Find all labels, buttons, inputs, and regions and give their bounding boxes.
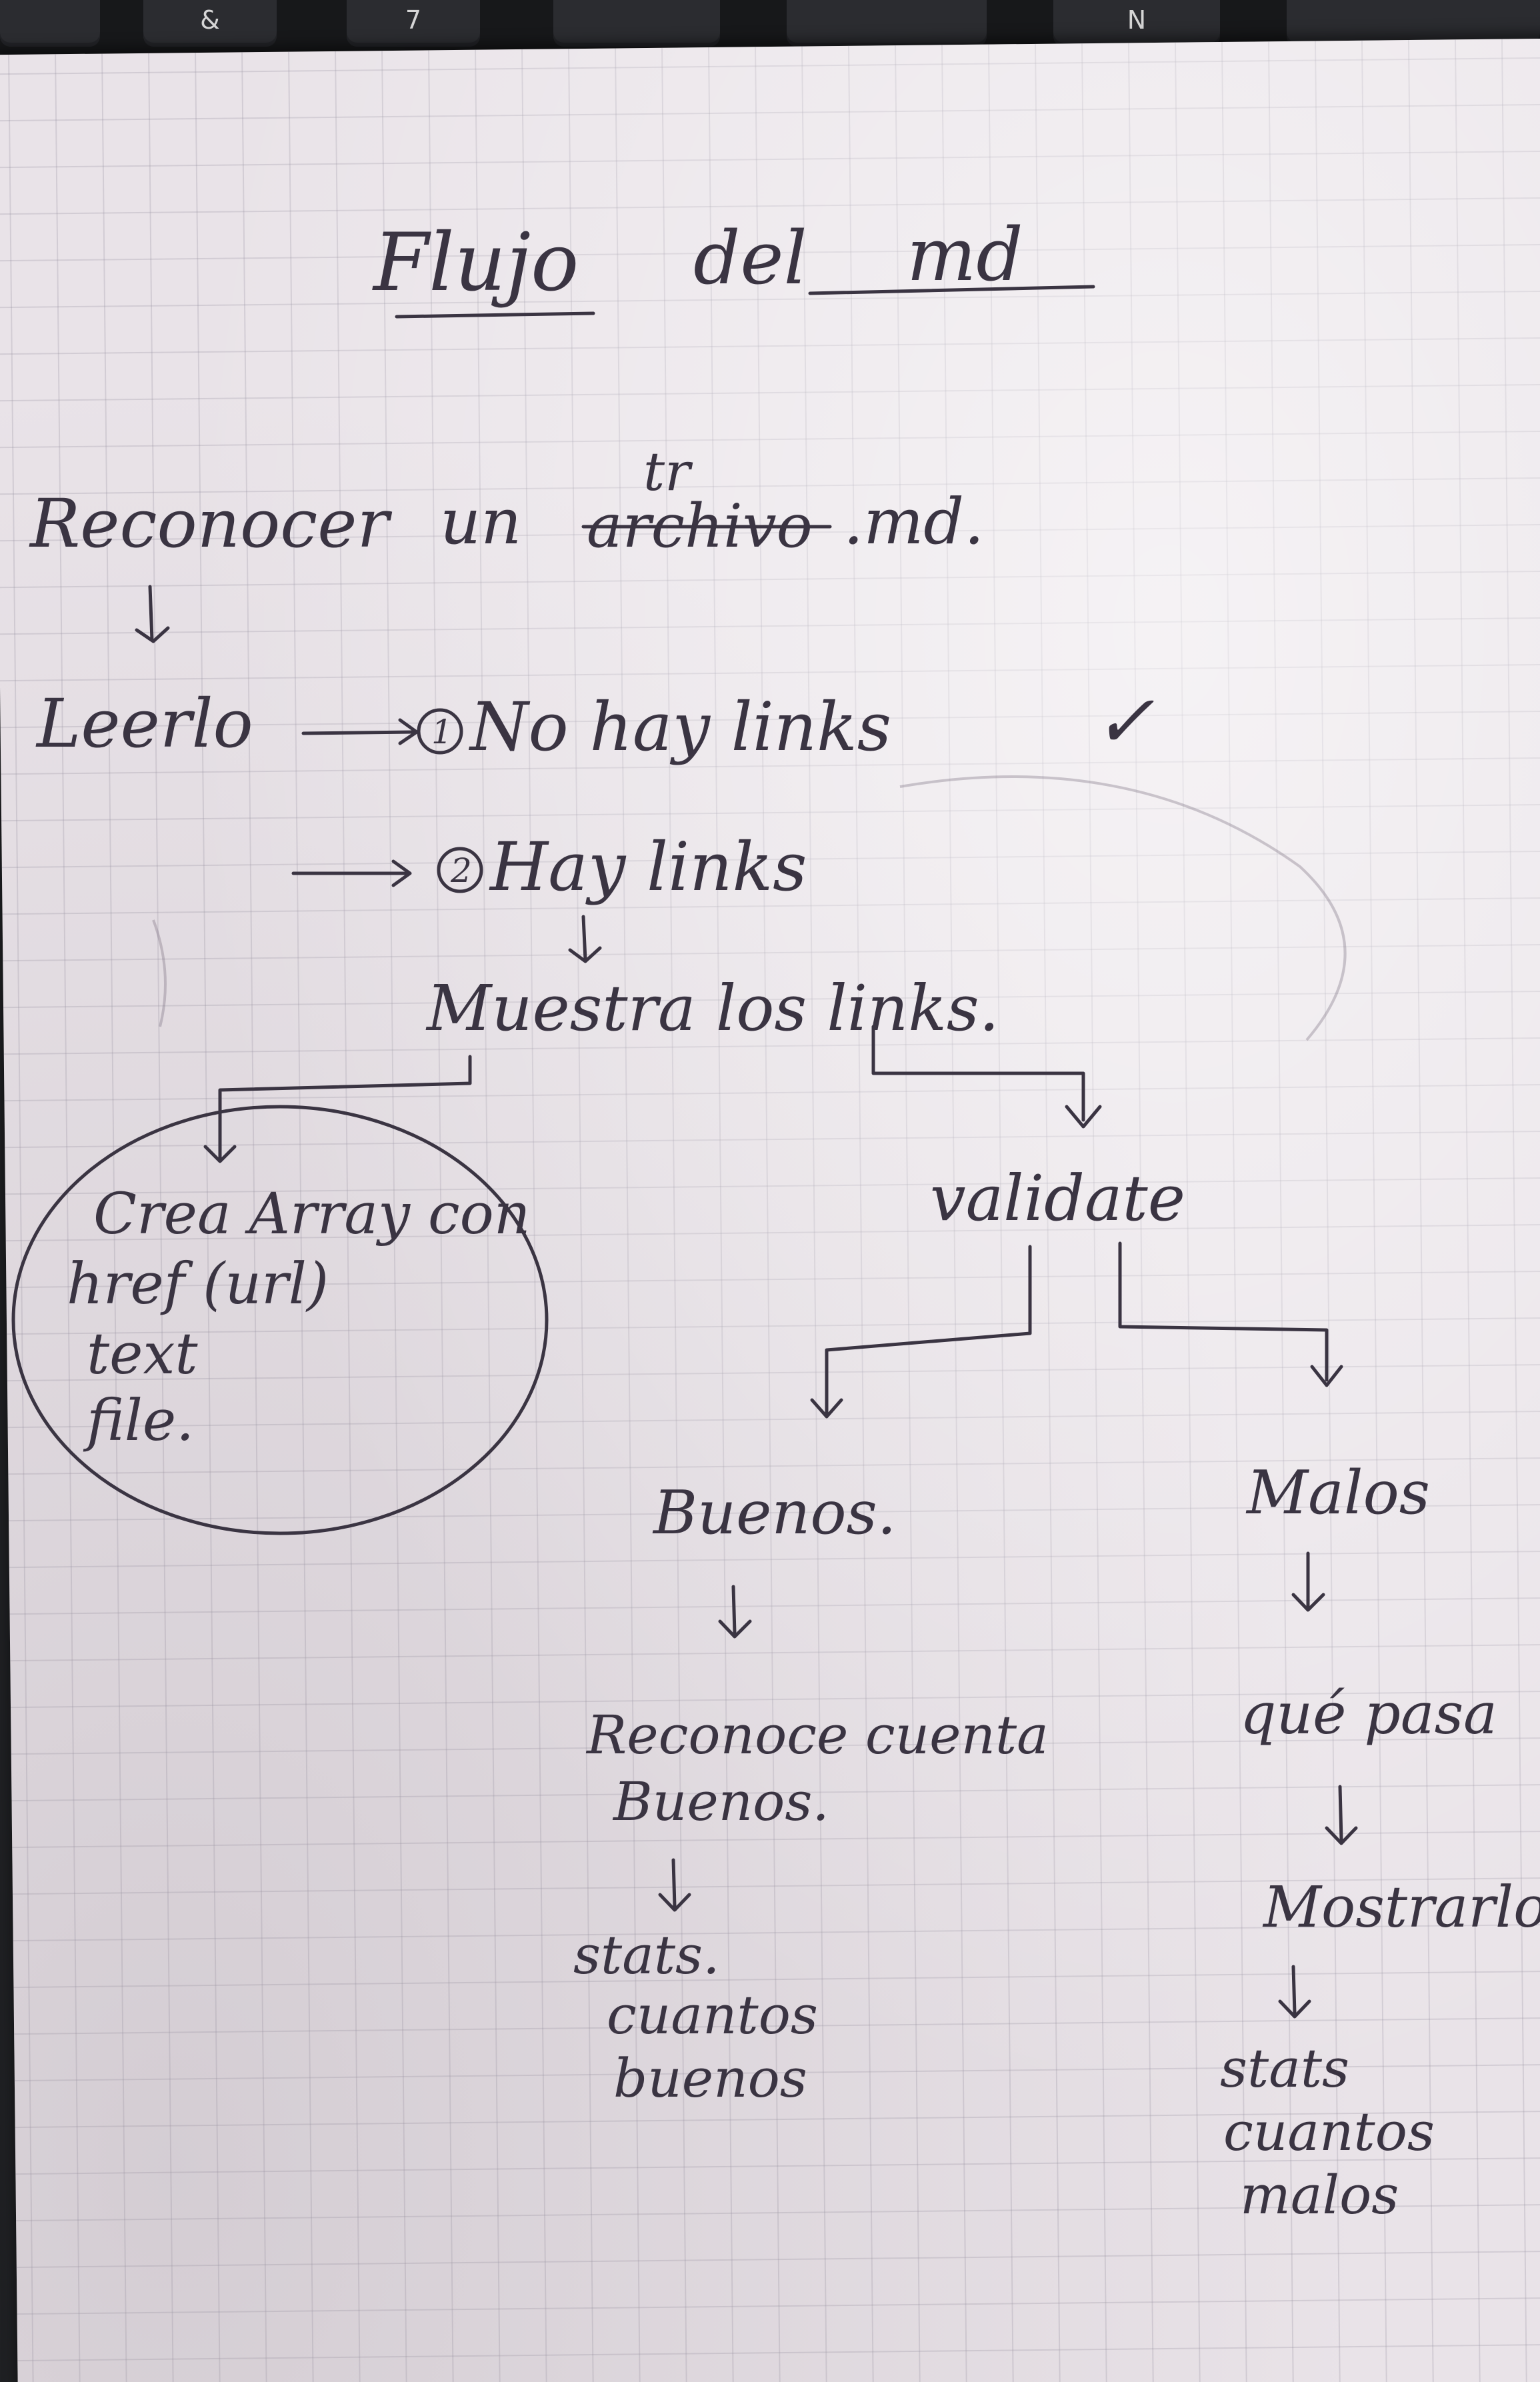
keyboard-key-ampersand: & <box>143 0 277 47</box>
arrow-head <box>1325 1826 1358 1845</box>
title-flujo: Flujo <box>372 217 579 309</box>
recognize-insertion: tr <box>643 441 693 503</box>
branch-1-circle <box>417 708 463 755</box>
bad-links: Malos <box>1245 1458 1430 1528</box>
arrow-head <box>135 626 170 643</box>
branch-1-number: 1 <box>431 713 453 751</box>
arrow-head <box>1278 1999 1311 2019</box>
keyboard-key <box>553 0 720 47</box>
array-line: text <box>87 1321 198 1387</box>
arrow-head <box>718 1619 752 1639</box>
arrow-down <box>1291 1965 1297 2015</box>
key-label: N <box>1127 5 1147 35</box>
recognize-un: un <box>440 485 521 559</box>
branch-2-number: 2 <box>450 851 472 890</box>
keyboard-key <box>787 0 987 47</box>
arrow-down <box>148 585 154 642</box>
arrow-head <box>1310 1365 1343 1387</box>
arrow-head <box>810 1398 843 1419</box>
arrow-head <box>391 859 412 887</box>
arrow-branch-1 <box>301 730 415 735</box>
arrow-down <box>731 1585 737 1635</box>
arrow-head <box>1065 1105 1102 1129</box>
bad-what-happens: qué pasa <box>1240 1681 1497 1747</box>
arrow-down <box>671 1858 677 1909</box>
read-step: Leerlo <box>35 685 253 763</box>
connector-bad <box>1118 1241 1329 1382</box>
validate-step: validate <box>930 1162 1185 1235</box>
show-links-step: Muestra los links. <box>425 972 999 1045</box>
array-line: Crea Array con <box>93 1181 531 1247</box>
key-label: & <box>200 5 220 35</box>
keyboard-key-seven: 7 <box>347 0 480 47</box>
title-del: del <box>693 215 807 301</box>
arrow-head <box>203 1145 237 1163</box>
bad-show: Mostrarlo <box>1262 1875 1540 1941</box>
good-links: Buenos. <box>652 1478 896 1548</box>
good-stats-line: stats. <box>573 1924 720 1986</box>
arrow-head <box>398 718 419 745</box>
arrow-head <box>568 946 602 963</box>
recognize-extension: .md. <box>843 485 984 559</box>
good-stats-line: cuantos <box>607 1984 818 2046</box>
bad-stats-line: cuantos <box>1223 2101 1435 2163</box>
bleed-through-mark <box>899 775 1347 1041</box>
connector-good <box>825 1245 1032 1415</box>
recognize-text: Reconocer <box>29 485 392 563</box>
branch-2-circle <box>437 847 483 893</box>
bleed-through-mark <box>152 919 167 1027</box>
array-line: href (url) <box>67 1251 329 1317</box>
title-md: md <box>907 212 1023 297</box>
branch-1-checkmark: ✓ <box>1093 679 1155 764</box>
good-recognize-line: Reconoce cuenta <box>585 1704 1049 1766</box>
keyboard-key <box>0 0 100 47</box>
arrow-head <box>1291 1593 1325 1612</box>
branch-1-label: No hay links <box>469 688 891 766</box>
arrow-down <box>1338 1785 1343 1842</box>
arrow-down <box>581 915 587 962</box>
good-recognize-line: Buenos. <box>612 1771 829 1833</box>
array-line: file. <box>83 1388 194 1454</box>
laptop-keyboard: & 7 N <box>0 0 1540 80</box>
good-stats-line: buenos <box>613 2047 807 2109</box>
bad-stats-line: stats <box>1220 2037 1349 2099</box>
keyboard-key-n: N <box>1053 0 1220 47</box>
array-circle <box>11 1105 549 1535</box>
bad-stats-line: malos <box>1240 2164 1399 2226</box>
title-underline <box>808 285 1095 295</box>
key-label: 7 <box>405 5 422 35</box>
arrow-head <box>658 1893 691 1912</box>
connector-left <box>218 1055 472 1162</box>
branch-2-label: Hay links <box>489 828 807 906</box>
title-underline <box>395 311 595 319</box>
connector-right <box>871 1025 1085 1122</box>
